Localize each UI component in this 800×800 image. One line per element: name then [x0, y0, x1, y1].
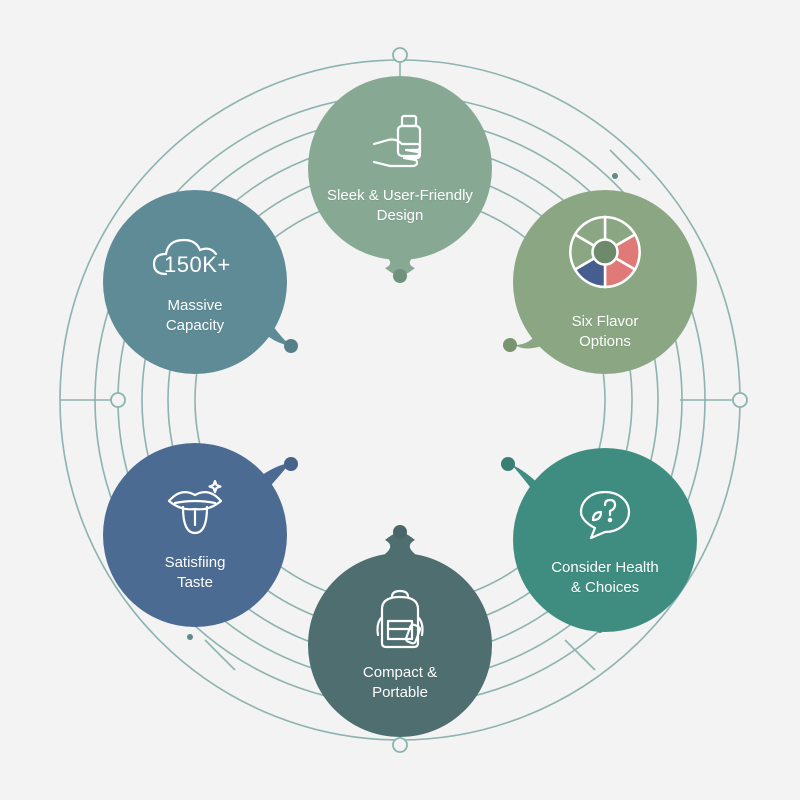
node-left-top-shape: [103, 190, 298, 374]
cloud-icon: [152, 238, 218, 276]
node-compact-portable: Compact &Portable: [308, 553, 492, 737]
capacity-number: 150K+: [164, 252, 231, 277]
tongue-mouth-icon: [167, 479, 223, 535]
node-top-shape: [308, 76, 492, 283]
node-consider-health: Consider Health& Choices: [513, 448, 697, 632]
question-speech-bubble-icon: [579, 490, 631, 540]
node-bottom-shape: [308, 525, 492, 737]
ring-dot-1: [612, 173, 618, 179]
ring-tick-3: [609, 149, 641, 181]
ring-tick-1: [204, 639, 236, 671]
backpack-icon: [376, 589, 424, 649]
ring-node-right: [732, 392, 748, 408]
ring-tick-2: [564, 639, 596, 671]
hand-holding-device-icon: [372, 114, 422, 168]
capacity-badge: 150K+: [150, 228, 240, 286]
ring-node-bottom: [392, 737, 408, 753]
ring-node-left: [110, 392, 126, 408]
node-consider-health-label: Consider Health& Choices: [551, 559, 659, 596]
ring-node-top: [392, 47, 408, 63]
node-compact-portable-label: Compact &Portable: [362, 664, 438, 701]
node-left-bottom-shape: [103, 443, 298, 627]
node-right-bottom-shape: [501, 448, 697, 632]
flavor-wheel-icon: [569, 215, 641, 289]
ring-dot-2: [187, 634, 193, 640]
